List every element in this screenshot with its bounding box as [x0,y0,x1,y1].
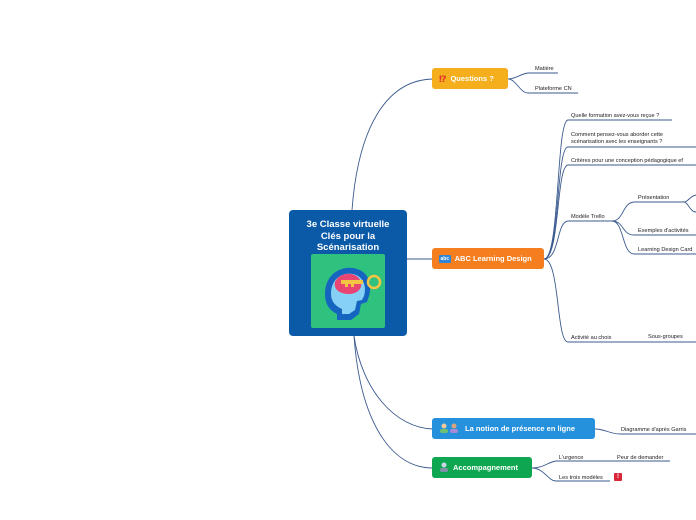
branch-questions-label: Questions ? [450,74,494,83]
branch-accompagnement[interactable]: Accompagnement [432,457,532,478]
topic-plateforme-cn[interactable]: Plateforme CN [535,86,572,92]
topic-sous-groupes[interactable]: Sous-groupes [648,334,683,340]
person-icon [439,462,449,474]
topic-presentation[interactable]: Présentation [638,195,670,201]
topic-criteres-conception[interactable]: Critères pour une conception pédagogique… [571,158,683,164]
topic-activite-au-choix[interactable]: Activité au choix [571,335,612,341]
head-key-illustration [311,254,385,328]
topic-diagramme-garris[interactable]: Diagramme d'après Garris [621,427,687,433]
topic-aborder-scenarisation[interactable]: Comment pensez-vous aborder cette scénar… [571,132,664,145]
topic-peur-de-demander[interactable]: Peur de demander [617,455,664,461]
branch-abc-label: ABC Learning Design [454,254,532,263]
topic-formation-recue[interactable]: Quelle formation avez-vous reçue ? [571,113,660,119]
topic-matiere[interactable]: Matière [535,66,554,72]
topic-trois-modeles[interactable]: Les trois modèles [559,475,603,481]
two-people-icon [439,423,461,435]
branch-questions[interactable]: ⁉ Questions ? [432,68,508,89]
topic-modele-trello[interactable]: Modèle Trello [571,214,605,220]
topic-exemples-activites[interactable]: Exemples d'activités [638,228,689,234]
topic-learning-design-cards[interactable]: Learning Design Card [638,247,693,253]
branch-accompagnement-label: Accompagnement [453,463,519,472]
central-topic-title: 3e Classe virtuelle Clés pour la Scénari… [306,219,390,253]
abc-badge-icon: abc [439,254,451,263]
interrobang-icon: ⁉ [439,73,447,84]
branch-abc-learning-design[interactable]: abc ABC Learning Design [432,248,544,269]
branch-presence-label: La notion de présence en ligne [465,424,576,433]
warning-icon: ! [614,473,622,481]
central-topic[interactable]: 3e Classe virtuelle Clés pour la Scénari… [289,210,407,336]
topic-urgence[interactable]: L'urgence [559,455,584,461]
branch-presence-en-ligne[interactable]: La notion de présence en ligne [432,418,595,439]
